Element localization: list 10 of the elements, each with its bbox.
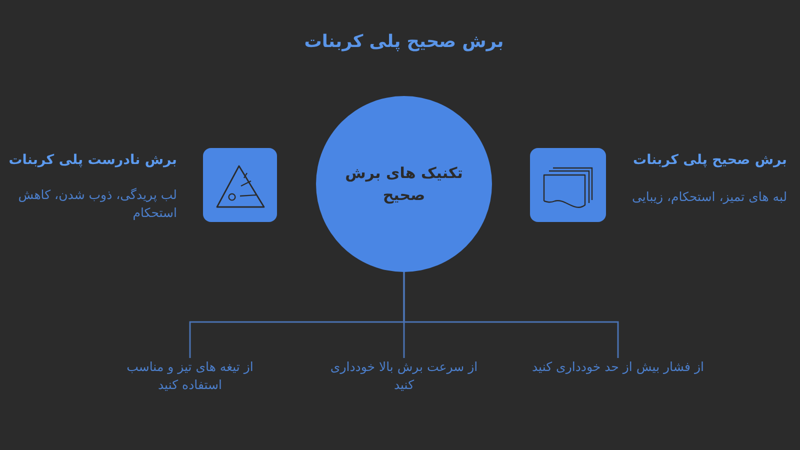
description: لبه های تمیز، استحکام، زیبایی (632, 188, 788, 206)
tip-text: از فشار بیش از حد خودداری کنید (518, 358, 718, 376)
tip-text: از تیغه های تیز و مناسب استفاده کنید (105, 358, 275, 394)
heading: برش صحیح پلی کربنات (633, 151, 787, 170)
heading: برش نادرست پلی کربنات (8, 151, 177, 170)
title: برش صحیح پلی کربنات (304, 31, 504, 54)
topic-circle: تکنیک های برش صحیح (316, 96, 492, 272)
connector-line (189, 272, 405, 358)
description: لب پریدگی، ذوب شدن، کاهش استحکام (17, 186, 177, 222)
tip-text: از سرعت برش بالا خودداری کنید (328, 358, 480, 394)
